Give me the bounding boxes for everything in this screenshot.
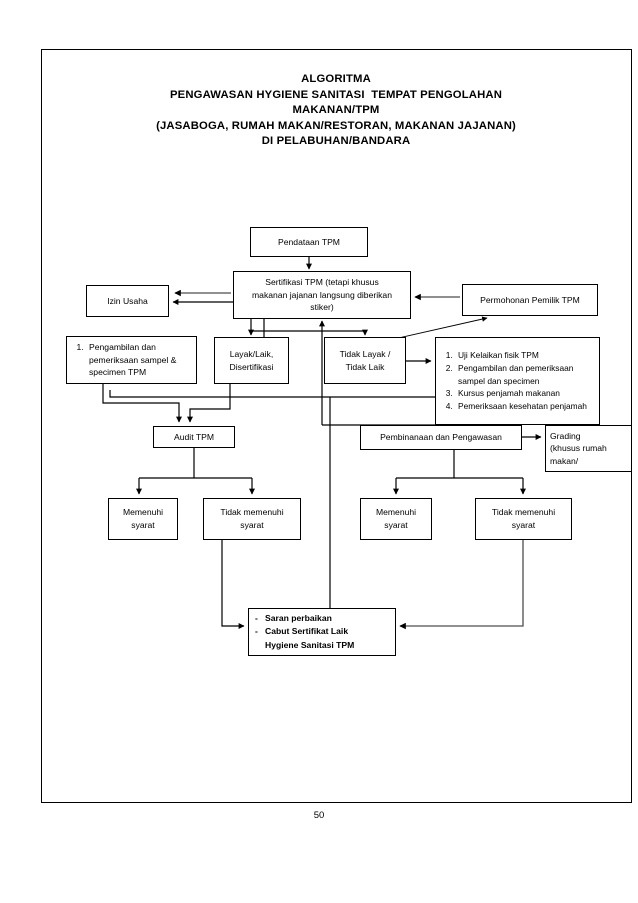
uji-item-1: Uji Kelaikan fisik TPM	[455, 349, 595, 362]
node-pengambilan-sampel[interactable]: Pengambilan dan pemeriksaan sampel & spe…	[66, 336, 197, 384]
title-line-4: (JASABOGA, RUMAH MAKAN/RESTORAN, MAKANAN…	[156, 119, 516, 132]
node-pendataan-label: Pendataan TPM	[278, 236, 340, 247]
node-layak-laik[interactable]: Layak/Laik, Disertifikasi	[214, 337, 289, 384]
node-permohonan-pemilik-tpm[interactable]: Permohonan Pemilik TPM	[462, 284, 598, 316]
tidakmemenuhi1-line-2: syarat	[240, 520, 264, 530]
node-pembinaan-label: Pembinanaan dan Pengawasan	[380, 432, 502, 443]
node-izin-label: Izin Usaha	[107, 295, 148, 306]
node-tidak-memenuhi-syarat-pembinaan[interactable]: Tidak memenuhi syarat	[475, 498, 572, 540]
node-sertifikasi-label: Sertifikasi TPM (tetapi khusus makanan j…	[238, 276, 406, 314]
title-line-1: ALGORITMA	[301, 73, 371, 85]
node-tidakmemenuhi1-label: Tidak memenuhi syarat	[208, 506, 296, 531]
sertifikasi-line-1: Sertifikasi TPM (tetapi khusus	[265, 277, 379, 288]
saran-list: Saran perbaikan Cabut Sertifikat Laik Hy…	[253, 612, 354, 652]
saran-item-1: Saran perbaikan	[253, 612, 354, 626]
memenuhi1-line-2: syarat	[131, 520, 155, 530]
node-audit-label: Audit TPM	[174, 431, 214, 442]
tidakmemenuhi2-line-1: Tidak memenuhi	[491, 507, 556, 518]
title-line-2: PENGAWASAN HYGIENE SANITASI TEMPAT PENGO…	[169, 88, 503, 101]
grading-line-2: (khusus rumah	[550, 443, 607, 454]
node-uji-kelaikan-list[interactable]: Uji Kelaikan fisik TPM Pengambilan dan p…	[435, 337, 600, 425]
memenuhi1-line-1: Memenuhi	[122, 507, 164, 518]
document-frame	[41, 49, 632, 803]
node-tidak-memenuhi-syarat-audit[interactable]: Tidak memenuhi syarat	[203, 498, 301, 540]
title-line-3: MAKANAN/TPM	[292, 104, 380, 116]
pengambilan-item-1: Pengambilan dan pemeriksaan sampel & spe…	[86, 341, 192, 379]
node-tidak-layak-laik[interactable]: Tidak Layak / Tidak Laik	[324, 337, 406, 384]
uji-item-3: Kursus penjamah makanan	[455, 387, 595, 400]
layak-line-2: Disertifikasi	[229, 361, 274, 372]
node-tidaklayak-label: Tidak Layak / Tidak Laik	[329, 348, 401, 373]
tidaklayak-line-2: Tidak Laik	[345, 361, 385, 372]
node-pendataan-tpm[interactable]: Pendataan TPM	[250, 227, 368, 257]
page-number: 50	[313, 810, 325, 821]
node-layak-label: Layak/Laik, Disertifikasi	[219, 348, 284, 373]
node-pembinaan-pengawasan[interactable]: Pembinanaan dan Pengawasan	[360, 425, 522, 450]
sertifikasi-line-2: makanan jajanan langsung diberikan	[252, 289, 392, 300]
tidaklayak-line-1: Tidak Layak /	[339, 348, 391, 359]
node-memenuhi2-label: Memenuhi syarat	[365, 506, 427, 531]
title-line-5: DI PELABUHAN/BANDARA	[261, 135, 411, 147]
page-title: ALGORITMA PENGAWASAN HYGIENE SANITASI TE…	[60, 72, 612, 150]
grading-line-3: makan/	[550, 455, 579, 466]
node-audit-tpm[interactable]: Audit TPM	[153, 426, 235, 448]
node-memenuhi1-label: Memenuhi syarat	[113, 506, 173, 531]
node-izin-usaha[interactable]: Izin Usaha	[86, 285, 169, 317]
uji-list: Uji Kelaikan fisik TPM Pengambilan dan p…	[440, 349, 595, 413]
uji-item-4: Pemeriksaan kesehatan penjamah	[455, 400, 595, 413]
memenuhi2-line-1: Memenuhi	[375, 507, 417, 518]
saran-item-2: Cabut Sertifikat Laik	[253, 625, 354, 639]
grading-line-1: Grading	[550, 430, 581, 441]
node-tidakmemenuhi2-label: Tidak memenuhi syarat	[480, 506, 567, 531]
node-saran-perbaikan[interactable]: Saran perbaikan Cabut Sertifikat Laik Hy…	[248, 608, 396, 656]
layak-line-1: Layak/Laik,	[229, 348, 274, 359]
node-grading[interactable]: Grading (khusus rumah makan/	[545, 425, 632, 472]
saran-item-3: Hygiene Sanitasi TPM	[265, 639, 355, 650]
node-permohonan-label: Permohonan Pemilik TPM	[480, 294, 580, 305]
node-grading-label: Grading (khusus rumah makan/	[550, 430, 627, 468]
uji-item-2: Pengambilan dan pemeriksaan sampel dan s…	[455, 362, 595, 388]
sertifikasi-line-3: stiker)	[310, 302, 334, 313]
pengambilan-list: Pengambilan dan pemeriksaan sampel & spe…	[71, 341, 192, 379]
tidakmemenuhi2-line-2: syarat	[511, 520, 536, 530]
node-sertifikasi-tpm[interactable]: Sertifikasi TPM (tetapi khusus makanan j…	[233, 271, 411, 319]
node-memenuhi-syarat-pembinaan[interactable]: Memenuhi syarat	[360, 498, 432, 540]
tidakmemenuhi1-line-1: Tidak memenuhi	[220, 507, 284, 518]
memenuhi2-line-2: syarat	[384, 520, 408, 530]
node-memenuhi-syarat-audit[interactable]: Memenuhi syarat	[108, 498, 178, 540]
